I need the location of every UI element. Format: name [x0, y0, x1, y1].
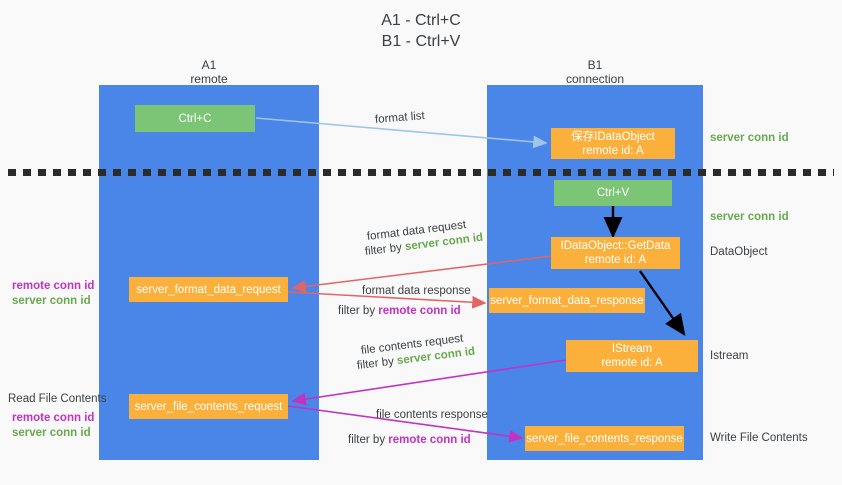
edge-label-format-data-response: format data response	[362, 285, 471, 297]
node-server-file-contents-request-label: server_file_contents_request	[134, 400, 283, 413]
edge-label-format-data-response-filter: filter by remote conn id	[338, 304, 461, 319]
phase-separator-dashed-line	[8, 169, 834, 176]
node-ctrl-v[interactable]: Ctrl+V	[554, 180, 672, 206]
node-istream[interactable]: IStream remote id: A	[566, 340, 698, 372]
filter-value-remote-conn-id: remote conn id	[388, 434, 471, 446]
node-ctrl-v-label: Ctrl+V	[596, 187, 630, 199]
node-server-format-data-response-label: server_format_data_response	[490, 294, 644, 307]
diagram-title: A1 - Ctrl+C B1 - Ctrl+V	[0, 10, 842, 52]
node-server-format-data-response[interactable]: server_format_data_response	[489, 288, 645, 313]
node-idataobject-getdata[interactable]: IDataObject::GetData remote id: A	[551, 237, 680, 269]
edge-label-format-list: format list	[374, 110, 426, 126]
node-ctrl-c[interactable]: Ctrl+C	[135, 105, 255, 132]
node-server-file-contents-request[interactable]: server_file_contents_request	[129, 394, 288, 419]
node-save-idataobject-line2: remote id: A	[582, 144, 644, 157]
title-line-2: B1 - Ctrl+V	[381, 33, 461, 50]
title-line-1: A1 - Ctrl+C	[381, 12, 461, 29]
node-getdata-line1: IDataObject::GetData	[560, 240, 671, 252]
node-istream-line1: IStream	[611, 343, 653, 355]
node-server-format-data-request[interactable]: server_format_data_request	[129, 277, 288, 302]
filter-prefix: filter by	[338, 305, 379, 317]
right-note-server-conn-id-mid: server conn id	[710, 211, 789, 223]
node-server-file-contents-response-label: server_file_contents_response	[526, 432, 683, 445]
right-note-server-conn-id-top: server conn id	[710, 132, 789, 144]
node-server-file-contents-response[interactable]: server_file_contents_response	[525, 426, 684, 451]
node-server-format-data-request-label: server_format_data_request	[136, 283, 281, 296]
node-ctrl-c-label: Ctrl+C	[178, 112, 212, 125]
node-save-idataobject-line1: 保存IDataObject	[571, 130, 655, 143]
filter-value-remote-conn-id: remote conn id	[378, 305, 461, 317]
column-b1-sub: connection	[565, 72, 625, 86]
left-note-remote-conn-id-2: remote conn id	[12, 412, 95, 424]
node-save-idataobject[interactable]: 保存IDataObject remote id: A	[551, 128, 675, 159]
node-getdata-line2: remote id: A	[584, 254, 647, 266]
column-a1-name: A1	[201, 58, 217, 72]
right-note-istream: Istream	[710, 350, 749, 362]
left-note-server-conn-id-1: server conn id	[12, 295, 91, 307]
left-note-read-file-contents: Read File Contents	[8, 393, 107, 405]
right-note-dataobject: DataObject	[710, 246, 768, 258]
column-header-b1: B1 connection	[487, 58, 703, 86]
right-note-write-file-contents: Write File Contents	[710, 432, 808, 444]
left-note-remote-conn-id-1: remote conn id	[12, 280, 95, 292]
left-note-server-conn-id-2: server conn id	[12, 427, 91, 439]
filter-prefix: filter by	[364, 241, 406, 259]
edge-label-file-contents-response-filter: filter by remote conn id	[348, 433, 471, 448]
filter-prefix: filter by	[348, 434, 389, 446]
column-a1-sub: remote	[190, 72, 228, 86]
node-istream-line2: remote id: A	[601, 357, 663, 369]
column-b1-name: B1	[587, 58, 603, 72]
column-header-a1: A1 remote	[99, 58, 319, 86]
edge-label-file-contents-response: file contents response	[376, 409, 488, 421]
filter-prefix: filter by	[356, 355, 398, 373]
